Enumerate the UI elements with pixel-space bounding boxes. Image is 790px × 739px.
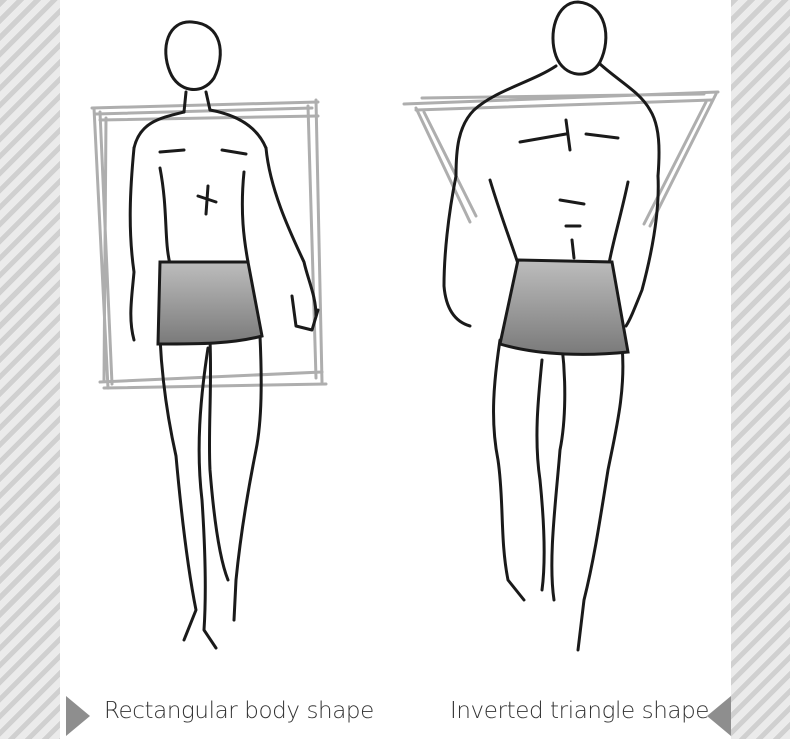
figure-rectangular <box>92 22 326 648</box>
caption-inverted-triangle: Inverted triangle shape <box>450 698 709 724</box>
shorts <box>158 262 262 344</box>
figure-inverted-triangle <box>404 2 718 650</box>
caption-rectangular: Rectangular body shape <box>104 698 374 724</box>
left-caption-pointer-icon <box>66 696 90 736</box>
shorts <box>500 260 628 354</box>
right-caption-pointer-icon <box>707 696 731 736</box>
